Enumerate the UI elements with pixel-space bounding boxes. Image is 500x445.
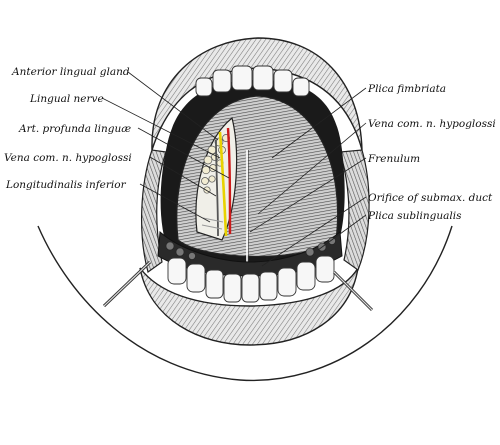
label-longitudinalis-inferior: Longitudinalis inferior bbox=[5, 179, 127, 191]
label-anterior-lingual-gland: Anterior lingual gland bbox=[11, 66, 130, 78]
label-plica-fimbriata: Plica fimbriata bbox=[367, 83, 446, 95]
leader-lines bbox=[101, 71, 367, 267]
label-frenulum: Frenulum bbox=[367, 153, 420, 165]
label-vena-com-hypoglossi-left: Vena com. n. hypoglossi bbox=[4, 152, 132, 164]
lingual-nerve bbox=[218, 131, 228, 237]
left-cheek bbox=[141, 149, 167, 273]
label-vena-com-hypoglossi-right: Vena com. n. hypoglossi bbox=[368, 118, 496, 130]
upper-teeth bbox=[195, 65, 310, 97]
jaw-outline bbox=[37, 225, 453, 382]
right-cheek bbox=[339, 149, 370, 271]
longitudinalis-inferior bbox=[201, 217, 224, 230]
label-plica-sublingualis: Plica sublingualis bbox=[367, 210, 462, 222]
label-lingual-nerve: Lingual nerve bbox=[29, 93, 104, 105]
art-profunda-linguae bbox=[226, 127, 232, 235]
label-art-profunda-linguae: Art. profunda linguæ bbox=[18, 123, 131, 135]
vena-com-hypoglossi-left bbox=[215, 139, 219, 237]
label-orifice-submax-duct: Orifice of submax. duct bbox=[368, 192, 493, 204]
lower-teeth bbox=[167, 255, 335, 303]
